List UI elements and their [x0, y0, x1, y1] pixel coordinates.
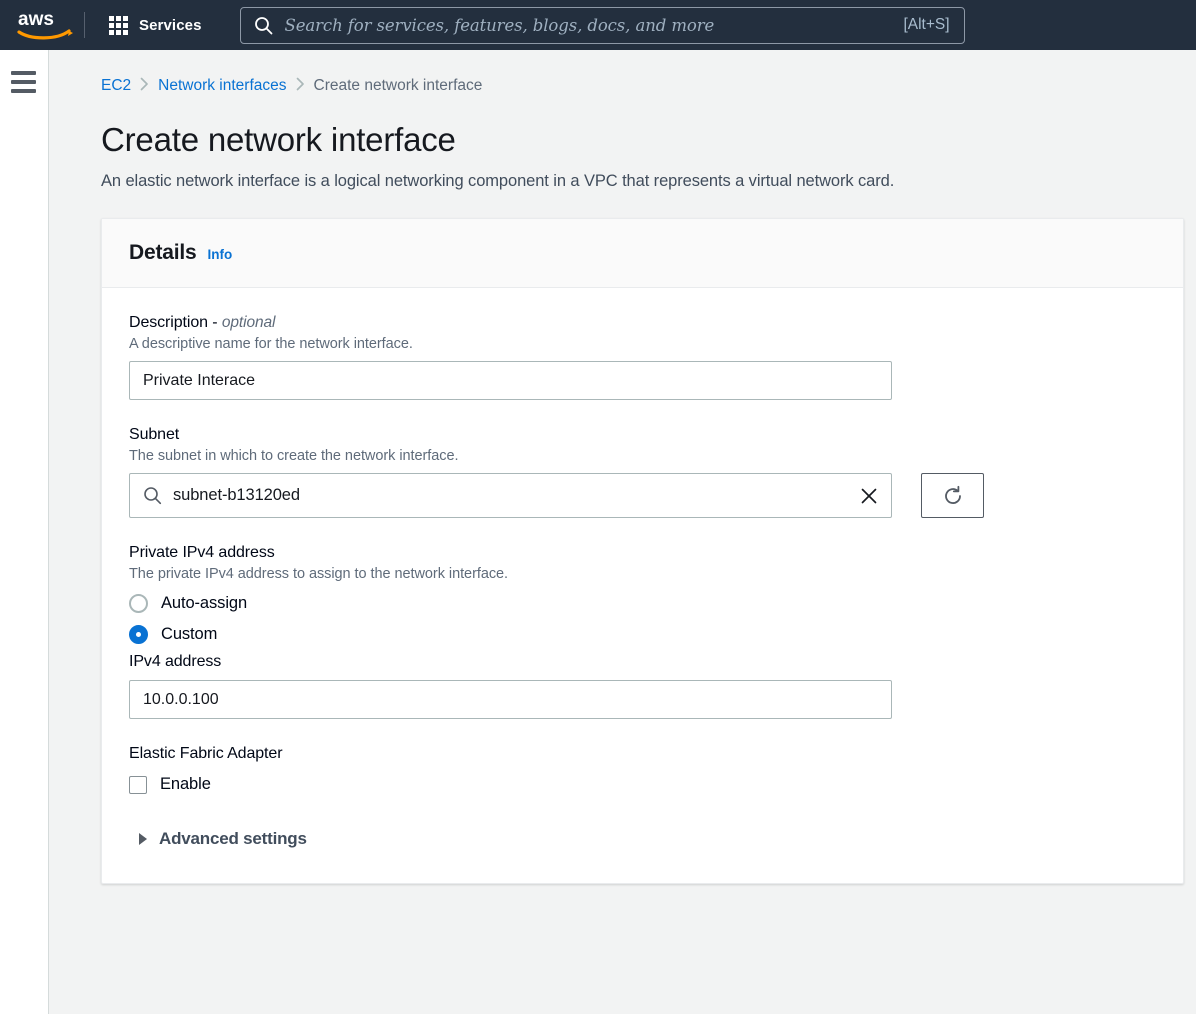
breadcrumb: EC2 Network interfaces Create network in… [101, 77, 1196, 95]
radio-label-auto-assign: Auto-assign [161, 594, 248, 612]
ipv4-address-label: IPv4 address [129, 653, 222, 670]
global-search-input[interactable]: Search for services, features, blogs, do… [239, 6, 965, 44]
details-card-header: Details Info [102, 219, 1183, 288]
private-ipv4-field-group: Private IPv4 address The private IPv4 ad… [129, 544, 1156, 719]
details-info-link[interactable]: Info [207, 247, 233, 262]
advanced-settings-label: Advanced settings [159, 829, 307, 848]
spacer [129, 644, 1156, 653]
services-label: Services [139, 16, 202, 34]
subnet-select-row: subnet-b13120ed [129, 473, 1156, 518]
ipv4-address-input[interactable]: 10.0.0.100 [129, 680, 892, 719]
subnet-refresh-button[interactable] [921, 473, 984, 518]
subnet-select[interactable]: subnet-b13120ed [129, 473, 892, 518]
radio-button-auto-assign[interactable] [129, 594, 148, 613]
chevron-right-icon [139, 833, 147, 845]
spacer [129, 400, 1156, 426]
advanced-settings-toggle[interactable]: Advanced settings [129, 829, 1156, 849]
breadcrumb-separator-icon [140, 77, 149, 95]
search-icon [254, 16, 273, 35]
subnet-selected-value: subnet-b13120ed [173, 486, 300, 504]
grid-icon [109, 15, 128, 35]
details-card: Details Info Description - optional A de… [101, 218, 1184, 884]
close-icon[interactable] [859, 486, 879, 506]
radio-button-custom[interactable] [129, 625, 148, 644]
description-hint: A descriptive name for the network inter… [129, 336, 413, 352]
page-title: Create network interface [101, 121, 456, 158]
description-field-group: Description - optional A descriptive nam… [129, 314, 1156, 400]
description-input-value: Private Interace [143, 371, 256, 389]
efa-field-group: Elastic Fabric Adapter Enable [129, 745, 1156, 794]
main-content-area: EC2 Network interfaces Create network in… [50, 50, 1196, 1014]
radio-option-auto-assign[interactable]: Auto-assign [129, 594, 1156, 613]
search-shortcut-hint: [Alt+S] [903, 16, 950, 33]
nav-divider [84, 12, 85, 38]
svg-text:aws: aws [18, 9, 54, 30]
description-optional-text: optional [221, 314, 276, 331]
page-description: An elastic network interface is a logica… [101, 172, 895, 190]
efa-enable-label: Enable [160, 775, 211, 793]
subnet-field-group: Subnet The subnet in which to create the… [129, 426, 1156, 518]
private-ipv4-label: Private IPv4 address [129, 544, 275, 561]
radio-option-custom[interactable]: Custom [129, 625, 1156, 644]
breadcrumb-item-ec2[interactable]: EC2 [101, 77, 132, 94]
breadcrumb-item-current: Create network interface [313, 77, 483, 94]
spacer [129, 719, 1156, 745]
efa-label: Elastic Fabric Adapter [129, 745, 283, 762]
breadcrumb-separator-icon-2 [296, 77, 305, 95]
subnet-label: Subnet [129, 426, 180, 443]
breadcrumb-item-network-interfaces[interactable]: Network interfaces [158, 77, 287, 94]
ipv4-address-value: 10.0.0.100 [143, 690, 219, 708]
description-input[interactable]: Private Interace [129, 361, 892, 400]
left-sidebar [0, 50, 49, 1014]
radio-label-custom: Custom [161, 625, 218, 643]
private-ipv4-hint: The private IPv4 address to assign to th… [129, 566, 509, 582]
description-label: Description - optional [129, 314, 1156, 332]
spacer [129, 518, 1156, 544]
refresh-icon [944, 485, 961, 504]
search-icon [143, 486, 162, 505]
services-menu-button[interactable]: Services [99, 0, 212, 50]
description-label-text: Description - [129, 314, 222, 331]
hamburger-menu-icon[interactable] [11, 71, 36, 93]
top-navigation-bar: aws Services Search for services, featur… [0, 0, 1196, 50]
aws-logo[interactable]: aws [14, 0, 76, 50]
search-placeholder-text: Search for services, features, blogs, do… [284, 15, 715, 35]
aws-logo-icon: aws [17, 9, 73, 40]
subnet-hint: The subnet in which to create the networ… [129, 448, 459, 464]
efa-enable-row[interactable]: Enable [129, 775, 1156, 794]
efa-enable-checkbox[interactable] [129, 775, 147, 794]
details-card-body: Description - optional A descriptive nam… [102, 288, 1183, 883]
details-heading: Details [129, 241, 197, 264]
